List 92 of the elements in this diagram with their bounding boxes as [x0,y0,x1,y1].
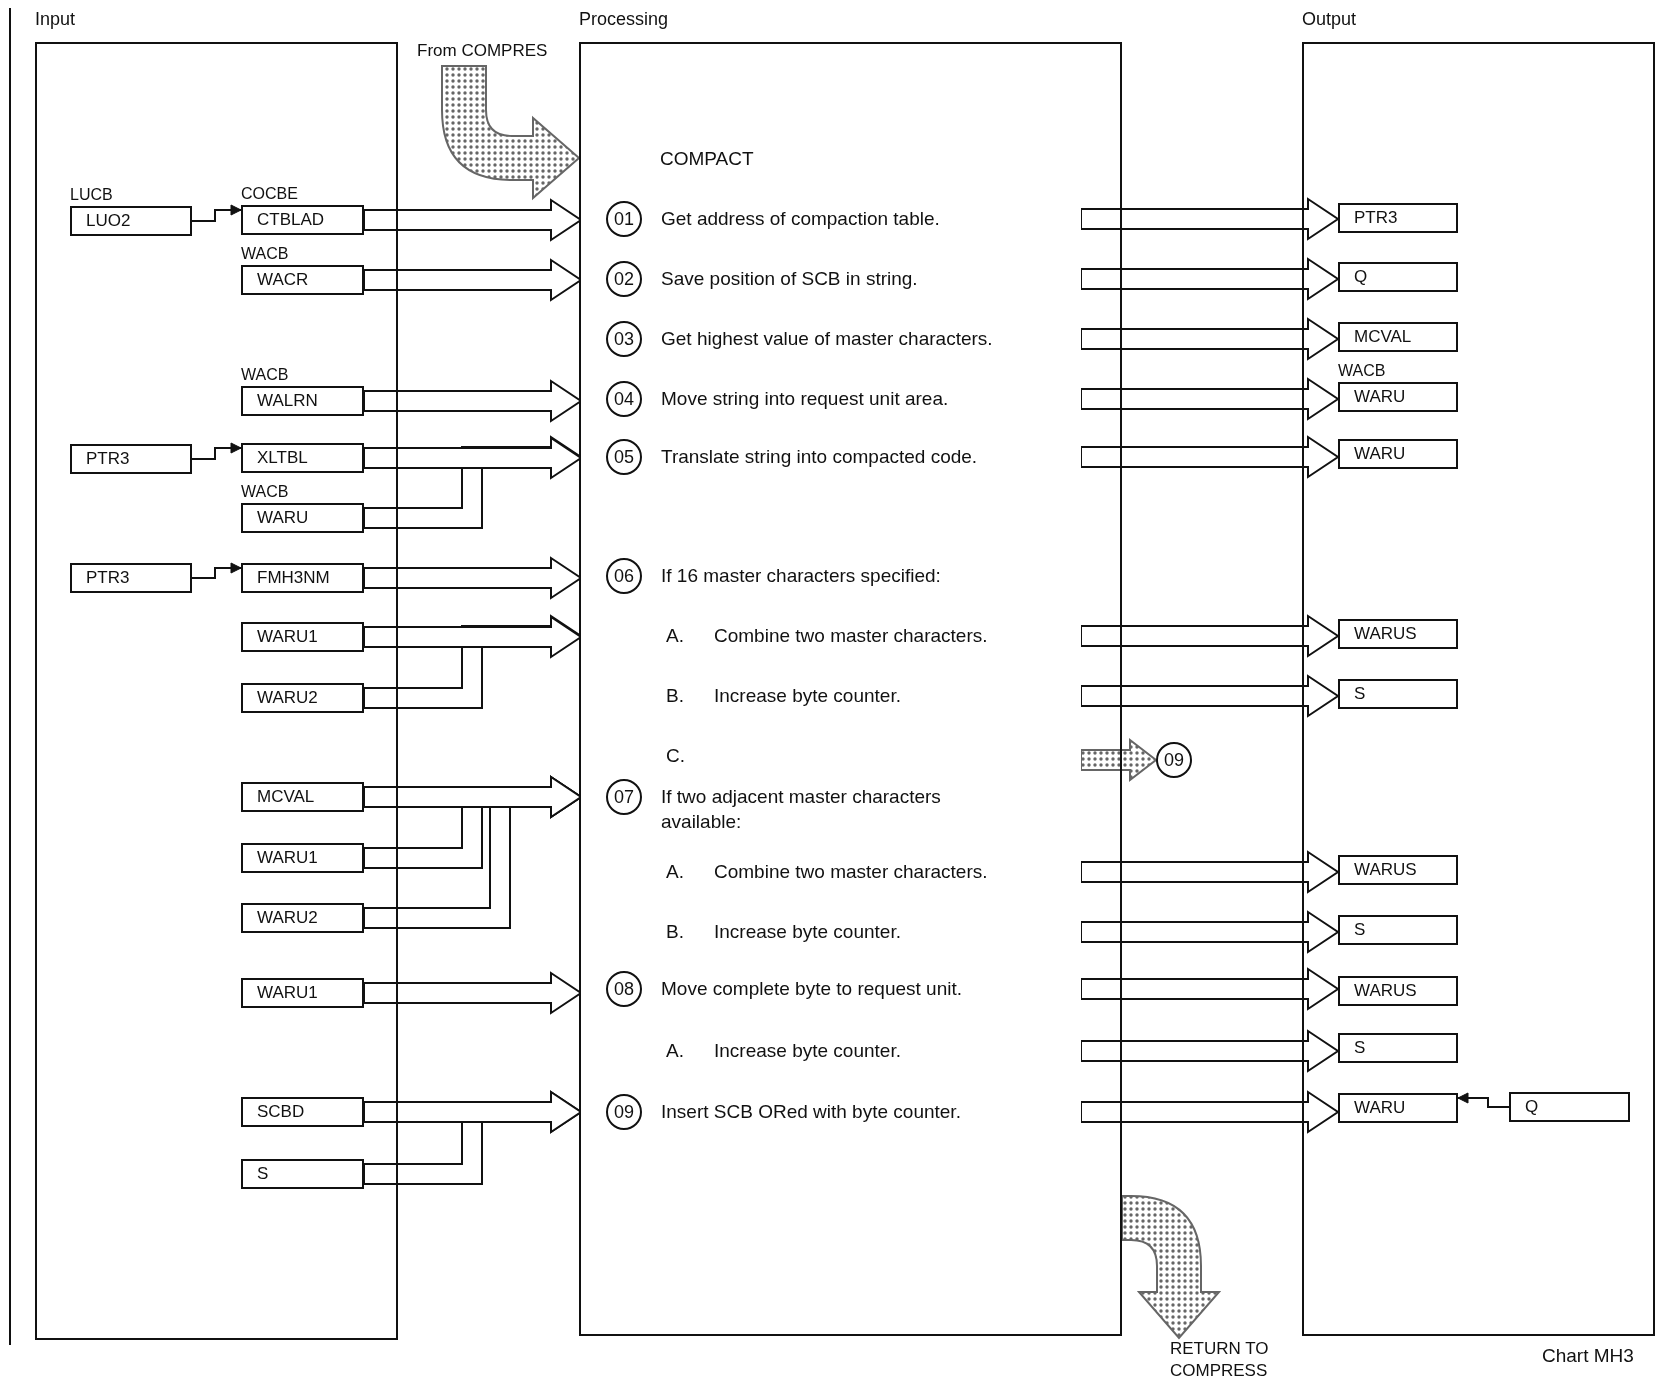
step-text: Get address of compaction table. [661,207,940,231]
step-text: Get highest value of master characters. [661,327,993,351]
pointer-arrow [191,562,242,579]
data-box: WACR [241,265,364,295]
data-flow-arrow [1080,614,1340,658]
data-box: PTR3 [70,563,192,593]
data-box: WARU2 [241,903,364,933]
data-box: CTBLAD [241,205,364,235]
data-flow-arrow [1080,910,1340,954]
chart-number: Chart MH3 [1542,1345,1634,1367]
data-flow-arrow [1080,435,1340,479]
step-text: If 16 master characters specified: [661,564,941,588]
data-box: FMH3NM [241,563,364,593]
data-flow-arrow [1080,317,1340,361]
data-box: WARU [1338,1093,1458,1123]
step-letter: B. [666,684,684,708]
data-box: WARU2 [241,683,364,713]
step-letter: A. [666,860,684,884]
box-heading: WACB [241,482,289,502]
step-text: Move string into request unit area. [661,387,949,411]
panel-heading: Processing [579,8,669,30]
panel-heading: Output [1302,8,1357,30]
step-text: Combine two master characters. [714,624,988,648]
box-heading: COCBE [241,184,298,204]
step-text: Increase byte counter. [714,920,901,944]
step-text: If two adjacent master characters available: [661,785,942,834]
data-box: XLTBL [241,443,364,473]
step-number: 04 [606,381,642,417]
box-heading: WACB [241,365,289,385]
pointer-arrow [191,442,242,460]
data-box: S [1338,679,1458,709]
step-number: 09 [606,1094,642,1130]
pointer-arrow [1457,1092,1510,1108]
step-letter: A. [666,624,684,648]
flow-label: From COMPRES [417,40,548,62]
step-number: 05 [606,439,642,475]
data-box: WARU [1338,382,1458,412]
data-box: WARUS [1338,619,1458,649]
data-box: WARUS [1338,976,1458,1006]
data-flow-arrow [1080,257,1340,301]
connector-circle: 09 [1156,742,1192,778]
data-box: S [1338,915,1458,945]
data-box: MCVAL [1338,322,1458,352]
data-flow-arrow [1080,674,1340,718]
step-letter: B. [666,920,684,944]
function-name: COMPACT [660,147,754,171]
data-box: S [241,1159,364,1189]
panel-heading: Input [35,8,76,30]
data-box: WARU1 [241,622,364,652]
box-heading: WACB [1338,361,1386,381]
step-text: Insert SCB ORed with byte counter. [661,1100,961,1124]
data-box: PTR3 [1338,203,1458,233]
step-letter: C. [666,744,685,768]
step-text: Save position of SCB in string. [661,267,918,291]
step-letter: A. [666,1039,684,1063]
data-box: WARU [241,503,364,533]
data-flow-arrow [1080,1029,1340,1073]
data-box: S [1338,1033,1458,1063]
pointer-arrow [191,204,242,222]
step-number: 06 [606,558,642,594]
step-number: 07 [606,779,642,815]
data-box: Q [1338,262,1458,292]
step-number: 08 [606,971,642,1007]
flow-label: RETURN TO COMPRESS [1170,1338,1295,1382]
data-flow-arrow [1080,850,1340,894]
data-flow-arrow [1080,967,1340,1011]
flow-arrow [1121,1195,1220,1339]
data-box: WALRN [241,386,364,416]
data-flow-arrow [1080,1090,1340,1134]
step-text: Translate string into compacted code. [661,445,978,469]
flow-arrow [1080,737,1158,783]
step-text: Combine two master characters. [714,860,988,884]
data-box: PTR3 [70,444,192,474]
data-box: SCBD [241,1097,364,1127]
step-number: 01 [606,201,642,237]
data-box: MCVAL [241,782,364,812]
step-text: Move complete byte to request unit. [661,977,962,1001]
data-box: LUO2 [70,206,192,236]
step-number: 03 [606,321,642,357]
box-heading: WACB [241,244,289,264]
data-flow-arrow [1080,377,1340,421]
step-text: Increase byte counter. [714,1039,901,1063]
data-box: WARU1 [241,843,364,873]
data-flow-arrow [1080,197,1340,241]
data-box: WARU1 [241,978,364,1008]
data-box: WARU [1338,439,1458,469]
step-number: 02 [606,261,642,297]
flow-arrow [441,65,580,199]
box-heading: LUCB [70,185,113,205]
data-box: WARUS [1338,855,1458,885]
data-box: Q [1509,1092,1630,1122]
step-text: Increase byte counter. [714,684,901,708]
